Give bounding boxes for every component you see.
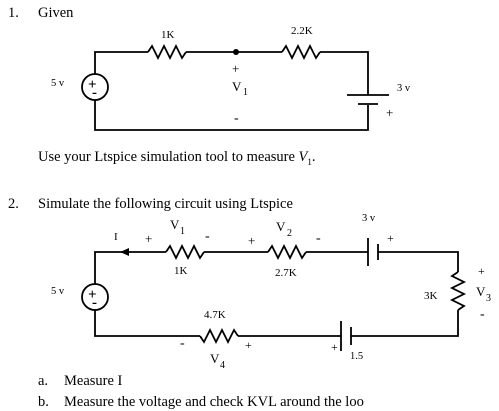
problem-2-number: 2. [8, 196, 19, 212]
source-5v-plus: + [88, 77, 97, 93]
source-5v-plus-2: + [88, 287, 97, 303]
task-a-text: Measure I [64, 373, 123, 389]
source-1-5-label: 1.5 [350, 351, 364, 362]
source-3v-label-2: 3 v [362, 213, 376, 224]
current-label: I [114, 231, 118, 243]
resistor-1k-symbol-2 [165, 243, 205, 261]
problem-2-heading: Simulate the following circuit using Lts… [38, 196, 293, 212]
battery-bottom-plus: + [331, 340, 338, 354]
task-a-marker: a. [38, 373, 49, 389]
v3-plus: + [478, 264, 485, 278]
instruction-text: Use your Ltspice simulation tool to meas… [38, 149, 299, 165]
resistor-2-7k-symbol [267, 243, 307, 261]
v2-name: V [276, 219, 286, 234]
source-3v-plus-2: + [387, 231, 394, 245]
v4-minus: - [180, 336, 185, 351]
resistor-4-7k-label: 4.7K [204, 309, 226, 321]
resistor-2-7k-label: 2.7K [275, 267, 297, 279]
resistor-1k-symbol [147, 43, 187, 61]
v2-minus: - [316, 231, 321, 246]
circuit-1-top-wire [94, 51, 148, 60]
problem-1-instruction: Use your Ltspice simulation tool to meas… [38, 150, 316, 167]
source-5v-minus-2: - [92, 295, 97, 311]
instruction-sub: 1 [307, 156, 312, 167]
source-5v-label: 5 v [51, 78, 65, 89]
v1-name: V [170, 217, 180, 232]
problem-1-number: 1. [8, 5, 19, 21]
v1-plus: + [145, 231, 153, 246]
source-3v-label: 3 v [397, 83, 411, 94]
v2-subscript: 2 [287, 228, 292, 239]
instruction-var: V [298, 149, 308, 165]
resistor-3k-symbol [449, 271, 467, 311]
node-dot [233, 49, 239, 55]
voltage-source-5v-symbol-2 [81, 283, 109, 311]
resistor-4-7k-symbol [199, 327, 239, 345]
resistor-2-2k-label: 2.2K [291, 25, 313, 37]
v1-minus: - [205, 229, 210, 244]
probe-v1-plus: + [232, 61, 240, 76]
resistor-1k-label-2: 1K [174, 265, 188, 277]
battery-3v-plus: + [386, 105, 394, 120]
task-b-text: Measure the voltage and check KVL around… [64, 394, 364, 410]
resistor-3k-label: 3K [424, 290, 438, 302]
v4-name: V [210, 351, 220, 366]
v3-subscript: 3 [486, 293, 491, 304]
probe-v1-subscript: 1 [243, 87, 248, 98]
resistor-2-2k-symbol [281, 43, 321, 61]
v2-plus: + [248, 233, 256, 248]
probe-v1-name: V [232, 79, 242, 94]
source-5v-label-2: 5 v [51, 286, 65, 297]
v1-subscript: 1 [180, 226, 185, 237]
task-b-marker: b. [38, 394, 49, 410]
v3-name: V [476, 284, 486, 299]
problem-1-heading: Given [38, 5, 74, 21]
instruction-end: . [311, 149, 316, 165]
current-arrow [120, 248, 129, 256]
v4-plus: + [245, 338, 252, 352]
source-5v-minus: - [92, 85, 97, 101]
v4-subscript: 4 [220, 360, 225, 371]
resistor-1k-label: 1K [161, 29, 175, 41]
v3-minus: - [480, 307, 485, 322]
probe-v1-minus: - [234, 111, 239, 126]
